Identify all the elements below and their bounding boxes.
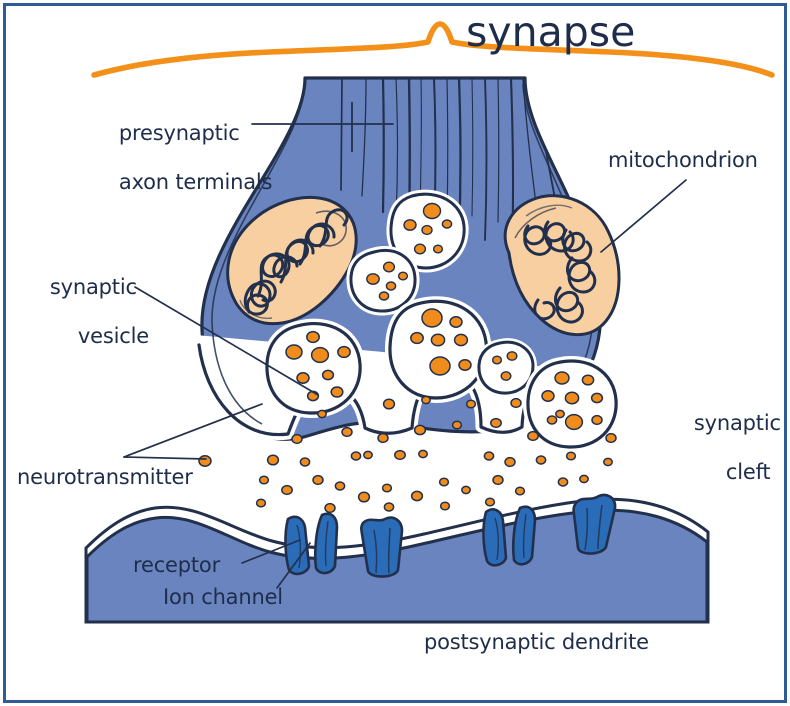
- leader-neurotransmitter-a: [123, 456, 207, 460]
- label-cleft-line1: synaptic: [693, 410, 781, 435]
- leader-vesicle: [134, 286, 319, 396]
- synaptic-vesicles: [261, 189, 622, 452]
- leader-mitochondrion: [600, 179, 687, 253]
- ion-channel: [360, 516, 404, 578]
- label-vesicle-line1: synaptic: [49, 274, 137, 299]
- synaptic-vesicle: [346, 246, 420, 316]
- page-title: synapse: [466, 8, 636, 56]
- label-vesicle-line2: vesicle: [77, 324, 149, 349]
- synaptic-vesicle: [478, 237, 497, 254]
- ion-channel: [482, 505, 537, 567]
- label-mitochondrion: mitochondrion: [608, 148, 758, 172]
- synaptic-vesicle: [386, 189, 469, 273]
- neurotransmitter-particles: [198, 395, 617, 514]
- label-presynaptic-line1: presynaptic: [118, 120, 240, 145]
- label-presynaptic-line2: axon terminals: [118, 170, 273, 195]
- label-postsynaptic-dendrite: postsynaptic dendrite: [424, 630, 649, 654]
- label-ion-channel: Ion channel: [163, 585, 283, 609]
- label-receptor: receptor: [133, 553, 221, 577]
- synaptic-vesicle: [474, 338, 538, 398]
- label-synaptic-cleft: synaptic cleft: [668, 386, 781, 510]
- leader-neurotransmitter-b: [123, 403, 263, 458]
- leader-ion-channel: [276, 542, 311, 589]
- synaptic-vesicle: [261, 318, 366, 419]
- receptors-ion-channels: [284, 493, 617, 578]
- label-neurotransmitter: neurotransmitter: [17, 465, 193, 489]
- synaptic-vesicle: [522, 356, 622, 452]
- synaptic-vesicle: [384, 296, 492, 404]
- mitochondrion-right: [503, 194, 621, 337]
- mitochondrion-left: [226, 195, 358, 326]
- label-synaptic-vesicle: synaptic vesicle: [24, 250, 149, 374]
- leader-receptor: [241, 539, 301, 564]
- leader-lines: [123, 123, 687, 589]
- ion-channel: [572, 493, 617, 555]
- label-presynaptic-axon-terminals: presynaptic axon terminals: [93, 96, 273, 220]
- synapse-bracket: [91, 21, 775, 78]
- label-cleft-line2: cleft: [725, 460, 771, 485]
